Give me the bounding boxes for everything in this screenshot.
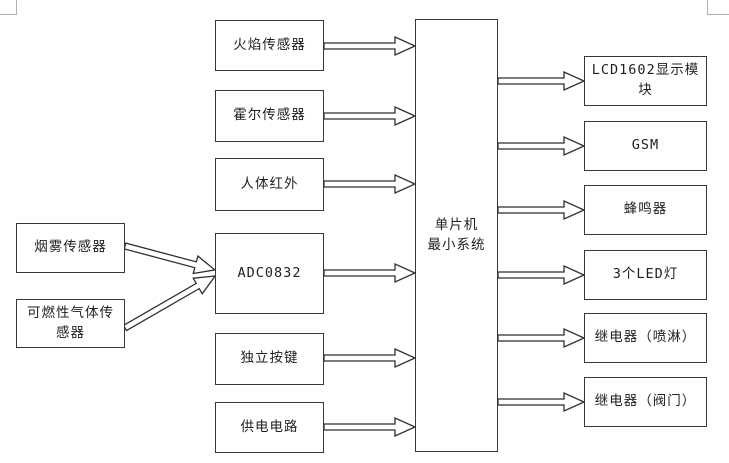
- node-lcd1602-label: LCD1602显示模块: [591, 62, 700, 98]
- arrow-mcu-to-relay-spray: [497, 327, 586, 349]
- arrow-gas-to-adc: [122, 275, 217, 332]
- arrow-mcu-to-gsm: [497, 135, 586, 157]
- node-gas-sensor: 可燃性气体传感器: [16, 299, 125, 348]
- node-keys: 独立按键: [215, 333, 324, 385]
- node-mcu-label-line2: 最小系统: [427, 236, 486, 253]
- node-leds-label: 3个LED灯: [612, 266, 679, 283]
- node-gsm: GSM: [584, 121, 707, 171]
- node-buzzer: 蜂鸣器: [584, 185, 707, 235]
- node-keys-label: 独立按键: [240, 350, 299, 367]
- node-mcu: 单片机 最小系统: [415, 19, 498, 452]
- arrow-smoke-to-adc: [123, 242, 217, 275]
- node-relay-spray: 继电器（喷淋）: [584, 313, 707, 363]
- page-margin-mark-top-right: [707, 0, 729, 15]
- arrow-mcu-to-buzzer: [497, 199, 586, 221]
- arrow-hall-to-mcu: [323, 105, 417, 127]
- node-adc0832-label: ADC0832: [237, 264, 302, 281]
- page-margin-mark-top-left: [0, 0, 17, 15]
- arrow-pir-to-mcu: [323, 173, 417, 195]
- node-smoke-sensor: 烟雾传感器: [16, 223, 125, 273]
- node-lcd1602: LCD1602显示模块: [584, 56, 707, 106]
- node-pir-sensor: 人体红外: [215, 158, 324, 211]
- node-power-label: 供电电路: [240, 418, 299, 435]
- node-smoke-sensor-label: 烟雾传感器: [34, 239, 107, 256]
- node-relay-valve: 继电器（阀门）: [584, 377, 707, 427]
- arrow-mcu-to-lcd: [497, 70, 586, 92]
- arrow-power-to-mcu: [323, 416, 417, 438]
- arrow-mcu-to-relay-valve: [497, 391, 586, 413]
- node-buzzer-label: 蜂鸣器: [623, 201, 668, 218]
- node-leds: 3个LED灯: [584, 250, 707, 300]
- node-mcu-label-line1: 单片机: [434, 216, 479, 233]
- node-hall-sensor: 霍尔传感器: [215, 90, 324, 142]
- node-adc0832: ADC0832: [215, 233, 324, 314]
- node-gsm-label: GSM: [631, 137, 660, 154]
- node-relay-valve-label: 继电器（阀门）: [594, 393, 697, 410]
- arrow-keys-to-mcu: [323, 347, 417, 369]
- node-power: 供电电路: [215, 402, 324, 453]
- node-gas-sensor-label: 可燃性气体传感器: [27, 304, 114, 341]
- node-flame-sensor-label: 火焰传感器: [233, 36, 306, 53]
- arrow-mcu-to-leds: [497, 264, 586, 286]
- node-flame-sensor: 火焰传感器: [215, 20, 324, 71]
- arrow-adc-to-mcu: [323, 262, 417, 284]
- node-relay-spray-label: 继电器（喷淋）: [594, 329, 697, 346]
- node-pir-sensor-label: 人体红外: [240, 175, 299, 192]
- arrow-flame-to-mcu: [323, 35, 417, 57]
- node-hall-sensor-label: 霍尔传感器: [233, 107, 306, 124]
